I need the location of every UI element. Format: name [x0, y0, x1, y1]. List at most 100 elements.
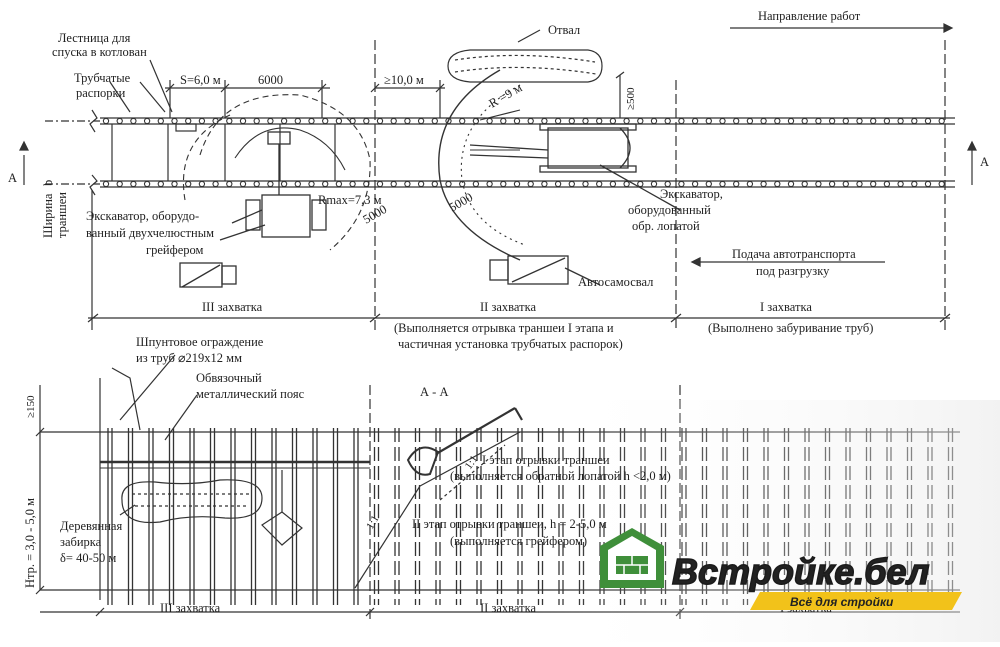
pile-circle	[828, 117, 836, 125]
pile-circle	[143, 117, 151, 125]
pile-circle	[897, 117, 904, 125]
sheet-pile-label-2: из труб ⌀219х12 мм	[136, 351, 242, 365]
pile-circle	[198, 180, 206, 188]
pile-circle	[691, 117, 699, 125]
pile-circle	[842, 117, 849, 125]
pile-circle	[226, 117, 233, 125]
pile-circle	[856, 180, 863, 188]
pile-circle	[349, 180, 356, 188]
pile-circle	[924, 180, 932, 188]
pile-circle	[294, 180, 301, 188]
pile-circle	[130, 117, 137, 125]
brand-name: Встройке.бел	[672, 551, 929, 592]
pile-circle	[801, 180, 808, 188]
pile-circle	[650, 180, 658, 188]
radius-arcs	[182, 69, 526, 261]
pile-circle	[363, 117, 370, 125]
pile-circle	[582, 180, 589, 188]
pile-circle	[938, 180, 945, 188]
grab-label-3: грейфером	[146, 243, 204, 257]
dim-10m: ≥10,0 м	[384, 73, 424, 87]
pile-circle	[171, 180, 178, 188]
pile-circle	[280, 117, 288, 125]
pile-circle	[582, 117, 589, 125]
shovel-label-3: обр. лопатой	[632, 219, 700, 233]
pile-circle	[691, 180, 699, 188]
pile-circle	[541, 180, 548, 188]
pile-circle	[102, 180, 110, 188]
pile-circle	[459, 117, 466, 125]
plan-zone3: III захватка	[202, 300, 263, 314]
pile-circle	[308, 117, 315, 125]
stage2-label-1: II этап отрывки траншеи, h = 2-5,0 м	[412, 517, 607, 531]
pile-circle	[842, 180, 849, 188]
pile-circle	[924, 117, 932, 125]
belt-label-2: металлический пояс	[196, 387, 305, 401]
width-b: b	[41, 180, 55, 186]
shovel-label-2: оборудованный	[628, 203, 711, 217]
truck-label: Автосамосвал	[578, 275, 653, 289]
pile-circle	[554, 180, 562, 188]
pile-circle	[623, 180, 630, 188]
pile-circle	[637, 117, 644, 125]
direction-label: Направление работ	[758, 9, 861, 23]
width-label-1: Ширина	[41, 193, 55, 238]
pile-circle	[486, 180, 493, 188]
pile-circle	[637, 180, 644, 188]
belt-label-1: Обвязочный	[196, 371, 262, 385]
pile-circle	[787, 180, 795, 188]
ladder-label-1: Лестница для	[58, 31, 131, 45]
tagline-banner	[750, 592, 962, 610]
pile-circle	[815, 117, 822, 125]
pile-circle	[308, 180, 315, 188]
pile-circle	[746, 117, 754, 125]
grab-label-1: Экскаватор, оборудо-	[86, 209, 199, 223]
spoil-heap	[447, 29, 603, 83]
section-mark-right: А	[980, 155, 989, 169]
pile-circle	[500, 180, 507, 188]
pile-circle	[294, 117, 301, 125]
pile-circle	[253, 117, 260, 125]
section-zone2: II захватка	[480, 601, 536, 615]
pile-circle	[322, 117, 329, 125]
pile-circle	[500, 117, 507, 125]
zone2-note-2: частичная установка трубчатых распорок)	[398, 337, 623, 351]
pile-circle	[239, 117, 247, 125]
plan-zone1: I захватка	[760, 300, 812, 314]
pile-circle	[856, 117, 863, 125]
pile-circle	[253, 180, 260, 188]
pile-circle	[664, 180, 671, 188]
timber-lagging	[121, 479, 263, 524]
pile-circle	[486, 117, 493, 125]
pile-circle	[870, 117, 877, 125]
pile-circle	[623, 117, 630, 125]
pile-circle	[212, 180, 219, 188]
pile-circle	[445, 180, 452, 188]
pile-circle	[157, 117, 164, 125]
pile-circle	[596, 180, 603, 188]
dim-150: ≥150	[25, 395, 37, 418]
pile-circle	[322, 180, 329, 188]
pile-circle	[280, 180, 288, 188]
pile-circle	[897, 180, 904, 188]
pile-circle	[719, 117, 726, 125]
pile-circle	[705, 117, 712, 125]
pile-circle	[554, 117, 562, 125]
pile-circle	[376, 180, 384, 188]
pile-circle	[746, 180, 754, 188]
pile-circle	[609, 117, 617, 125]
pile-circle	[185, 117, 192, 125]
pile-circle	[239, 180, 247, 188]
brand-tagline: Всё для стройки	[790, 595, 894, 609]
pile-circle	[376, 117, 384, 125]
pile-circle	[335, 117, 343, 125]
pile-circle	[198, 117, 206, 125]
pile-circle	[349, 117, 356, 125]
pile-circle	[267, 117, 274, 125]
pile-circle	[171, 117, 178, 125]
pile-circle	[143, 180, 151, 188]
pile-circle	[226, 180, 233, 188]
pile-circle	[431, 117, 438, 125]
pile-circle	[527, 117, 534, 125]
